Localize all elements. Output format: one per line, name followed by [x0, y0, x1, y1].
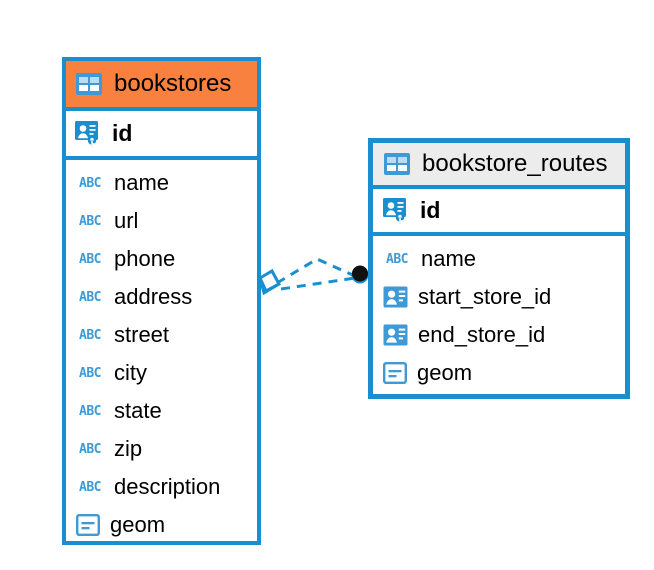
field-row[interactable]: ABC url [66, 202, 257, 240]
abc-text-icon: ABC [79, 479, 101, 495]
abc-text-icon: ABC [79, 365, 101, 381]
field-label: name [421, 246, 477, 271]
field-row[interactable]: ABC description [66, 468, 257, 506]
primary-key-row[interactable]: id [373, 189, 625, 236]
abc-text-icon: ABC [79, 327, 101, 343]
abc-text-icon: ABC [386, 251, 408, 267]
field-label: url [114, 208, 139, 233]
field-label: end_store_id [418, 322, 546, 347]
entity-title: bookstore_routes [422, 150, 608, 177]
field-row[interactable]: ABC phone [66, 240, 257, 278]
field-label: geom [110, 512, 166, 537]
entity-header-bookstore-routes[interactable]: bookstore_routes [373, 143, 625, 189]
primary-key-row[interactable]: id [66, 111, 257, 160]
field-label: state [114, 398, 162, 423]
relationship-branch-lower [280, 276, 356, 291]
field-row[interactable]: geom [66, 506, 257, 544]
field-label: phone [114, 246, 176, 271]
abc-text-icon: ABC [79, 289, 101, 305]
field-label: description [114, 474, 221, 499]
field-row[interactable]: geom [373, 354, 625, 392]
field-row[interactable]: ABC city [66, 354, 257, 392]
abc-text-icon: ABC [79, 403, 101, 419]
geometry-icon [383, 362, 407, 384]
foreign-key-icon [383, 323, 408, 347]
entity-header-bookstores[interactable]: bookstores [66, 61, 257, 111]
field-label: zip [114, 436, 143, 461]
diamond-marker [258, 268, 282, 296]
entity-title: bookstores [114, 70, 232, 97]
primary-key-label: id [420, 197, 441, 223]
abc-text-icon: ABC [79, 213, 101, 229]
field-list-bookstore-routes: ABC name start_store_id [373, 236, 625, 392]
field-row[interactable]: ABC name [373, 240, 625, 278]
foreign-key-icon [383, 285, 408, 309]
field-label: name [114, 170, 170, 195]
primary-key-icon [383, 197, 410, 225]
entity-table-bookstores[interactable]: bookstores id [62, 57, 261, 545]
field-label: start_store_id [418, 284, 552, 309]
field-row[interactable]: ABC street [66, 316, 257, 354]
entity-table-bookstore-routes[interactable]: bookstore_routes id [368, 138, 630, 399]
filled-circle-marker [351, 265, 369, 284]
abc-text-icon: ABC [79, 175, 101, 191]
primary-key-icon [75, 120, 102, 148]
abc-text-icon: ABC [79, 251, 101, 267]
geometry-icon [76, 514, 100, 536]
field-row[interactable]: ABC address [66, 278, 257, 316]
abc-text-icon: ABC [79, 441, 101, 457]
table-icon [383, 152, 411, 176]
field-list-bookstores: ABC name ABC url ABC phone ABC address A… [66, 160, 257, 544]
primary-key-label: id [112, 120, 133, 146]
field-label: geom [417, 360, 473, 385]
field-row[interactable]: ABC name [66, 164, 257, 202]
field-row[interactable]: ABC zip [66, 430, 257, 468]
field-label: street [114, 322, 170, 347]
field-label: city [114, 360, 147, 385]
table-icon [75, 72, 103, 96]
field-row[interactable]: start_store_id [373, 278, 625, 316]
relationship-branch-upper [276, 257, 356, 285]
field-row[interactable]: ABC state [66, 392, 257, 430]
relationship-connector[interactable] [255, 243, 380, 318]
field-label: address [114, 284, 193, 309]
field-row[interactable]: end_store_id [373, 316, 625, 354]
